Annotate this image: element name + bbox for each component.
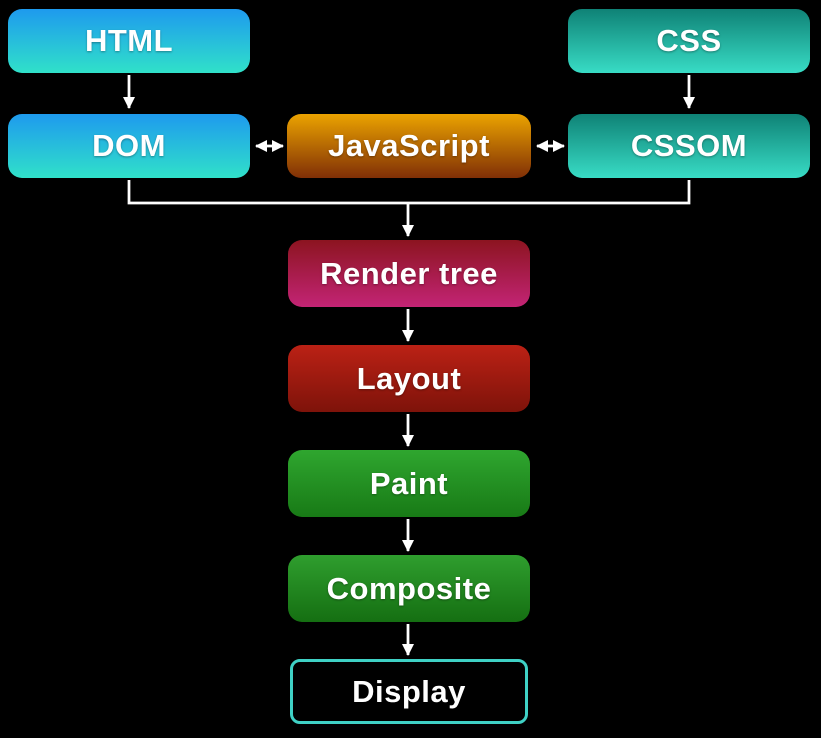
- node-javascript-label: JavaScript: [328, 128, 490, 163]
- node-layout-label: Layout: [356, 360, 462, 396]
- node-paint: Paint: [288, 450, 530, 517]
- edge-dom-cssom-merge-connector: [127, 180, 691, 205]
- node-css: CSS: [568, 9, 810, 73]
- node-html-label: HTML: [84, 23, 174, 58]
- node-cssom: CSSOM: [568, 114, 810, 178]
- node-javascript: JavaScript: [287, 114, 531, 178]
- node-display: Display: [290, 659, 528, 724]
- node-paint-label: Paint: [369, 465, 449, 501]
- node-css-label: CSS: [656, 23, 722, 58]
- node-cssom-label: CSSOM: [630, 128, 748, 163]
- node-render-tree-label: Render tree: [320, 255, 498, 291]
- node-dom: DOM: [8, 114, 250, 178]
- node-dom-label: DOM: [92, 128, 166, 163]
- node-composite-label: Composite: [326, 570, 492, 606]
- node-display-label: Display: [352, 673, 466, 709]
- node-composite: Composite: [288, 555, 530, 622]
- node-render-tree: Render tree: [288, 240, 530, 307]
- node-layout: Layout: [288, 345, 530, 412]
- node-html: HTML: [8, 9, 250, 73]
